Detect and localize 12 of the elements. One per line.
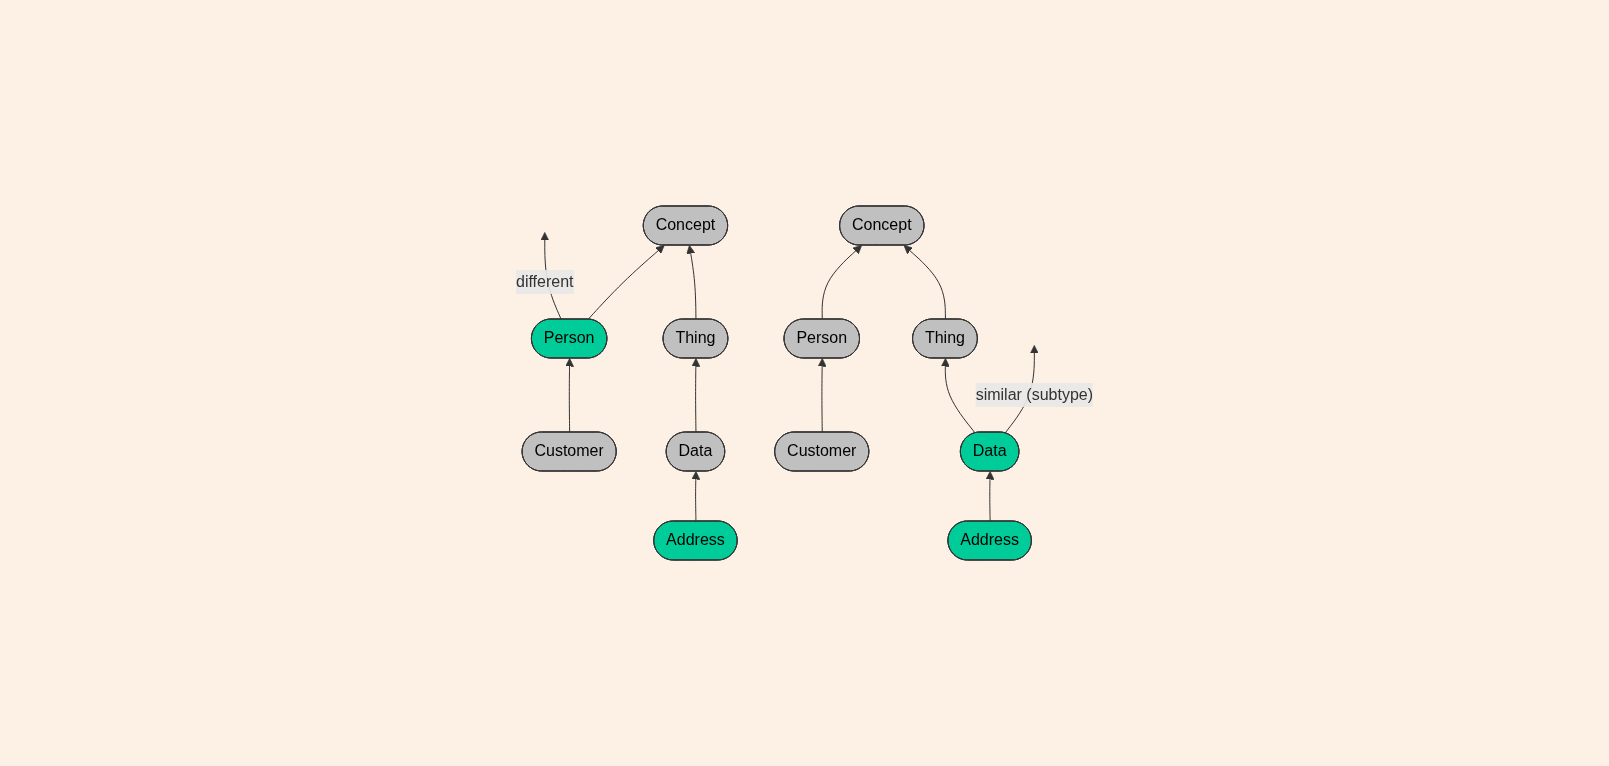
arrow <box>903 245 946 320</box>
arrow <box>821 245 862 320</box>
edge-label: different <box>515 273 574 290</box>
arrow <box>817 358 827 433</box>
arrow <box>587 245 665 320</box>
arrow <box>686 245 697 320</box>
arrow <box>691 471 701 522</box>
arrow <box>985 471 995 522</box>
arrow <box>691 358 701 433</box>
edge-label: similar (subtype) <box>975 385 1093 403</box>
arrow <box>940 358 976 434</box>
arrow <box>565 358 574 433</box>
